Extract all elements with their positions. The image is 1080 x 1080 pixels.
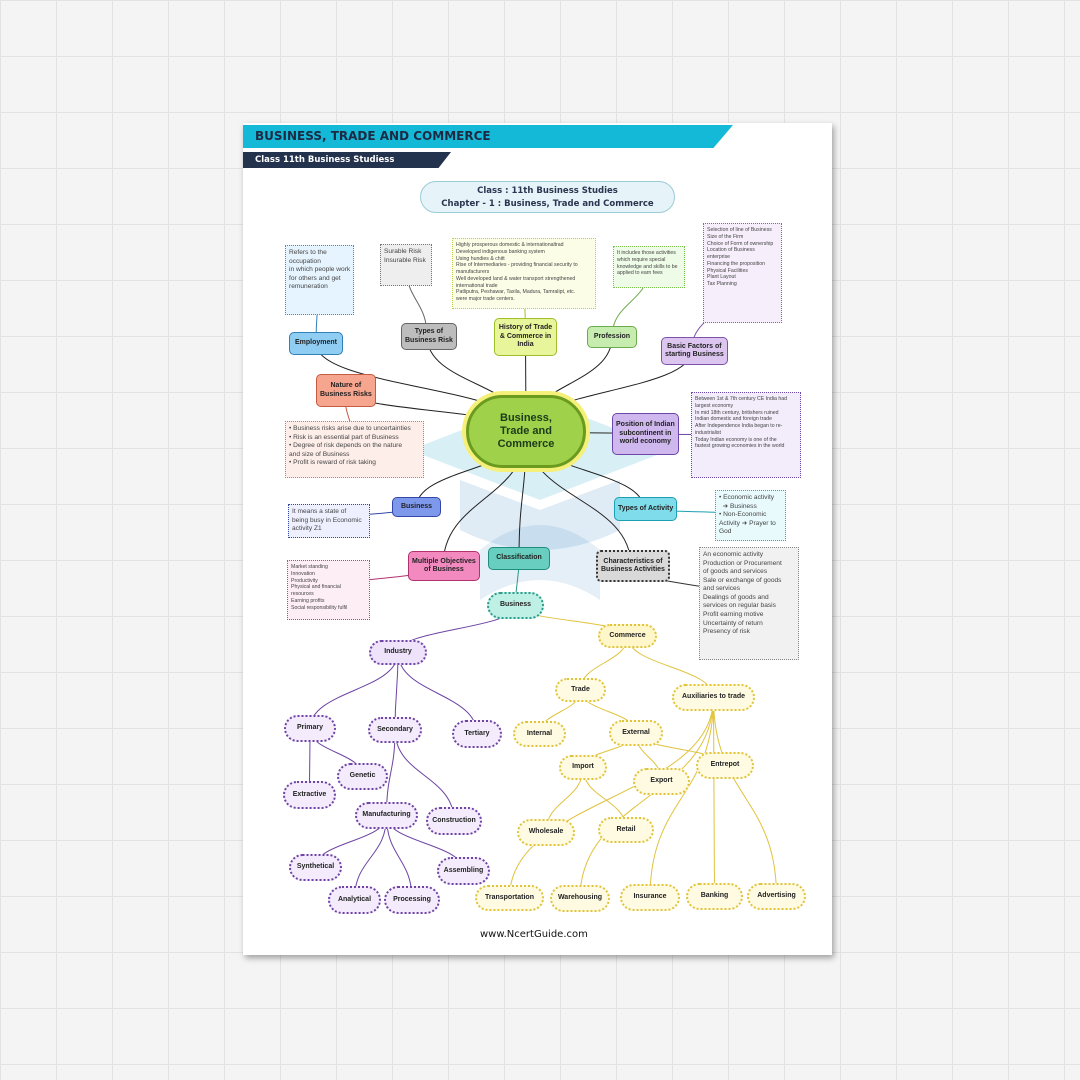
chapter-title-box: Class : 11th Business Studies Chapter - …	[420, 181, 675, 213]
node-processing[interactable]: Processing	[384, 886, 440, 914]
node-types-risk[interactable]: Types of Business Risk	[401, 323, 457, 350]
node-profession[interactable]: Profession	[587, 326, 637, 348]
node-trade[interactable]: Trade	[555, 678, 606, 702]
node-secondary[interactable]: Secondary	[368, 717, 422, 743]
nature-risks-description: • Business risks arise due to uncertaint…	[285, 421, 424, 478]
profession-description: It includes those activities which requi…	[613, 246, 685, 288]
node-construction[interactable]: Construction	[426, 807, 482, 835]
node-transportation[interactable]: Transportation	[475, 885, 544, 911]
node-types-activity[interactable]: Types of Activity	[614, 497, 678, 521]
node-primary[interactable]: Primary	[284, 715, 336, 742]
header-title: BUSINESS, TRADE AND COMMERCE	[243, 125, 733, 148]
node-multiple-obj[interactable]: Multiple Objectives of Business	[408, 551, 480, 581]
node-warehousing[interactable]: Warehousing	[550, 885, 610, 912]
node-business[interactable]: Business	[487, 592, 544, 619]
node-manufacturing[interactable]: Manufacturing	[355, 802, 418, 829]
node-entrepot[interactable]: Entrepot	[696, 752, 754, 779]
node-retail[interactable]: Retail	[598, 817, 654, 843]
business-def-description: It means a state of being busy in Econom…	[288, 504, 370, 538]
header-subtitle: Class 11th Business Studiess	[243, 152, 451, 168]
node-basic-factors[interactable]: Basic Factors of starting Business	[661, 337, 728, 365]
node-classification[interactable]: Classification	[488, 547, 550, 570]
node-employment[interactable]: Employment	[289, 332, 343, 355]
node-analytical[interactable]: Analytical	[328, 886, 381, 914]
node-external[interactable]: External	[609, 720, 663, 746]
multiple-obj-description: Market standing Innovation Productivity …	[287, 560, 370, 620]
node-commerce[interactable]: Commerce	[598, 624, 657, 648]
node-center[interactable]: Business, Trade and Commerce	[466, 395, 586, 468]
history-description: Highly prosperous domestic & internation…	[452, 238, 596, 309]
node-advertising[interactable]: Advertising	[747, 883, 806, 910]
node-auxiliaries[interactable]: Auxiliaries to trade	[672, 684, 755, 711]
node-wholesale[interactable]: Wholesale	[517, 819, 575, 846]
node-industry[interactable]: Industry	[369, 640, 427, 665]
node-tertiary[interactable]: Tertiary	[452, 720, 502, 748]
node-history[interactable]: History of Trade & Commerce in India	[494, 318, 557, 356]
footer-url[interactable]: www.NcertGuide.com	[480, 929, 588, 940]
types-risk-description: Surable Risk Insurable Risk	[380, 244, 432, 286]
basic-factors-description: Selection of line of Business Size of th…	[703, 223, 782, 323]
node-genetic[interactable]: Genetic	[337, 763, 388, 790]
node-business-def[interactable]: Business	[392, 497, 441, 517]
node-position[interactable]: Position of Indian subcontinent in world…	[612, 413, 679, 455]
employment-description: Refers to the occupation in which people…	[285, 245, 355, 315]
node-assembling[interactable]: Assembling	[437, 857, 490, 885]
chapter-name: Chapter - 1 : Business, Trade and Commer…	[441, 199, 654, 209]
node-nature-risks[interactable]: Nature of Business Risks	[316, 374, 376, 407]
characteristics-description: An economic activity Production or Procu…	[699, 547, 799, 660]
node-characteristics[interactable]: Characteristics of Business Activities	[596, 550, 670, 582]
node-internal[interactable]: Internal	[513, 721, 566, 747]
node-insurance[interactable]: Insurance	[620, 884, 680, 911]
node-export[interactable]: Export	[633, 768, 690, 795]
node-extractive[interactable]: Extractive	[283, 781, 336, 809]
types-activity-description: • Economic activity ➜ Business • Non-Eco…	[715, 490, 786, 541]
node-synthetical[interactable]: Synthetical	[289, 854, 342, 881]
node-banking[interactable]: Banking	[686, 883, 743, 910]
node-import[interactable]: Import	[559, 755, 607, 780]
chapter-class: Class : 11th Business Studies	[477, 186, 618, 196]
position-description: Between 1st & 7th century CE India had l…	[691, 392, 801, 478]
